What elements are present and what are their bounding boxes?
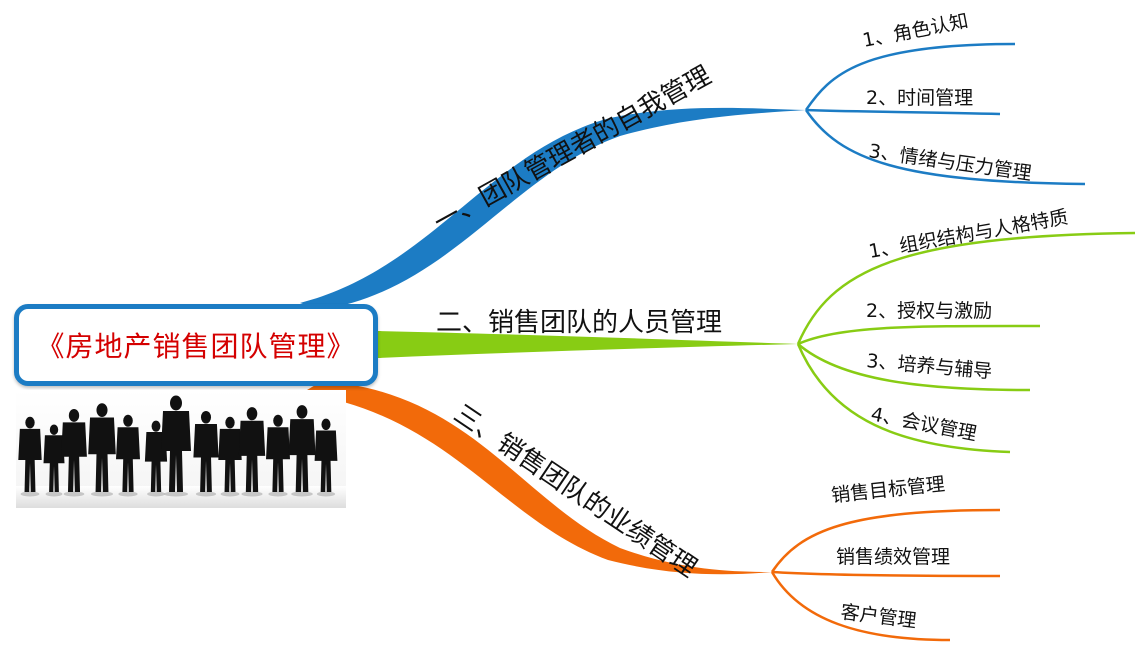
person-silhouette <box>288 405 316 497</box>
businesspeople-silhouettes-image <box>16 390 346 508</box>
person-silhouette <box>88 403 116 497</box>
person-silhouette <box>116 414 140 497</box>
branch-2-leaf-2: 2、授权与激励 <box>866 300 992 322</box>
central-topic: 《房地产销售团队管理》 <box>14 304 378 386</box>
person-silhouette <box>18 416 42 497</box>
branch-2-leaf-1: 1、组织结构与人格特质 <box>867 206 1070 263</box>
branch-3-leaf-2: 销售绩效管理 <box>836 546 950 568</box>
branch-2-label: 二、销售团队的人员管理 <box>436 308 722 338</box>
person-silhouette <box>161 395 191 497</box>
branch-3-label: 三、销售团队的业绩管理 <box>448 399 702 584</box>
person-silhouette <box>238 407 266 497</box>
branch-3-band <box>302 381 772 575</box>
person-silhouette <box>61 409 87 497</box>
branch-1-connectors <box>804 42 1086 186</box>
branch-1-band <box>300 107 806 310</box>
person-silhouette <box>193 410 219 497</box>
branch-3-leaf-1: 销售目标管理 <box>830 473 946 507</box>
branch-3-connectors <box>770 508 1001 642</box>
branch-2-band <box>378 331 798 358</box>
person-silhouette <box>218 416 242 497</box>
branch-1-label: 一、团队管理者的自我管理 <box>429 61 716 239</box>
branch-2-leaf-3: 3、培养与辅导 <box>866 350 994 383</box>
person-silhouette <box>43 424 65 497</box>
branch-2-leaf-4: 4、会议管理 <box>869 403 978 445</box>
person-silhouette <box>314 418 338 497</box>
person-silhouette <box>266 414 290 497</box>
branch-1-leaf-3: 3、情绪与压力管理 <box>867 140 1033 185</box>
branch-1-leaf-2: 2、时间管理 <box>866 87 973 109</box>
central-topic-title: 《房地产销售团队管理》 <box>36 330 356 363</box>
branch-2-connectors <box>796 231 1136 454</box>
